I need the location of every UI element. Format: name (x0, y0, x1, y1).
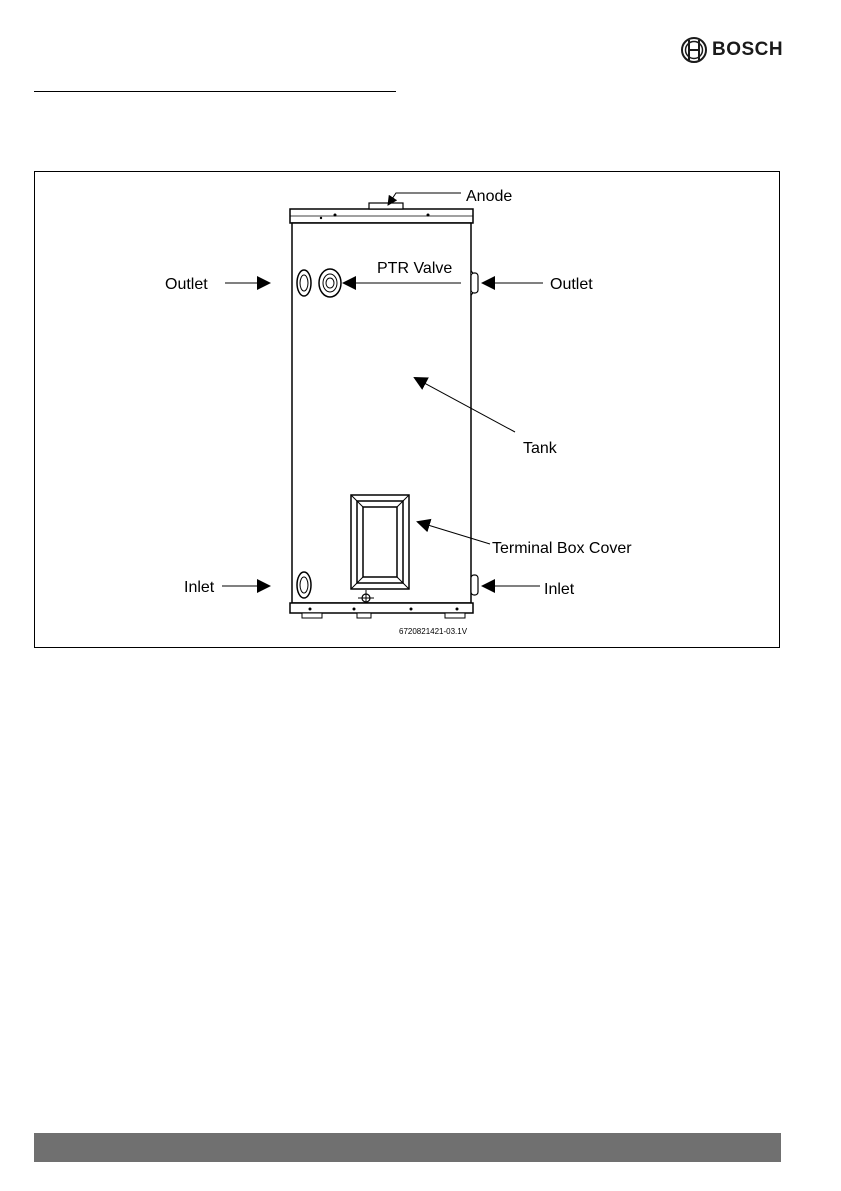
water-heater-diagram: Anode PTR Valve Outlet Outlet Tank Termi… (35, 172, 781, 649)
ptr-valve-fitting (319, 269, 341, 297)
outlet-left-label: Outlet (165, 276, 208, 293)
bosch-logo: BOSCH (680, 36, 790, 64)
inlet-left-fitting (297, 572, 311, 598)
inlet-right-label: Inlet (544, 581, 575, 598)
brand-name: BOSCH (712, 39, 783, 61)
figure-code: 6720821421-03.1V (399, 627, 468, 636)
outlet-left-fitting (297, 270, 311, 296)
terminal-box-cover (351, 495, 409, 589)
inlet-left-label: Inlet (184, 579, 215, 596)
inlet-right-fitting (471, 575, 478, 595)
ptr-valve-label: PTR Valve (377, 260, 452, 277)
footer-bar (34, 1133, 781, 1162)
figure-frame: Anode PTR Valve Outlet Outlet Tank Termi… (34, 171, 780, 648)
heading-rule (34, 91, 396, 92)
outlet-right-label: Outlet (550, 276, 593, 293)
anode-label: Anode (466, 188, 512, 205)
tank-label: Tank (523, 440, 558, 457)
terminal-box-cover-label: Terminal Box Cover (492, 540, 632, 557)
bosch-armature-icon (680, 36, 708, 64)
outlet-right-fitting (471, 271, 478, 295)
